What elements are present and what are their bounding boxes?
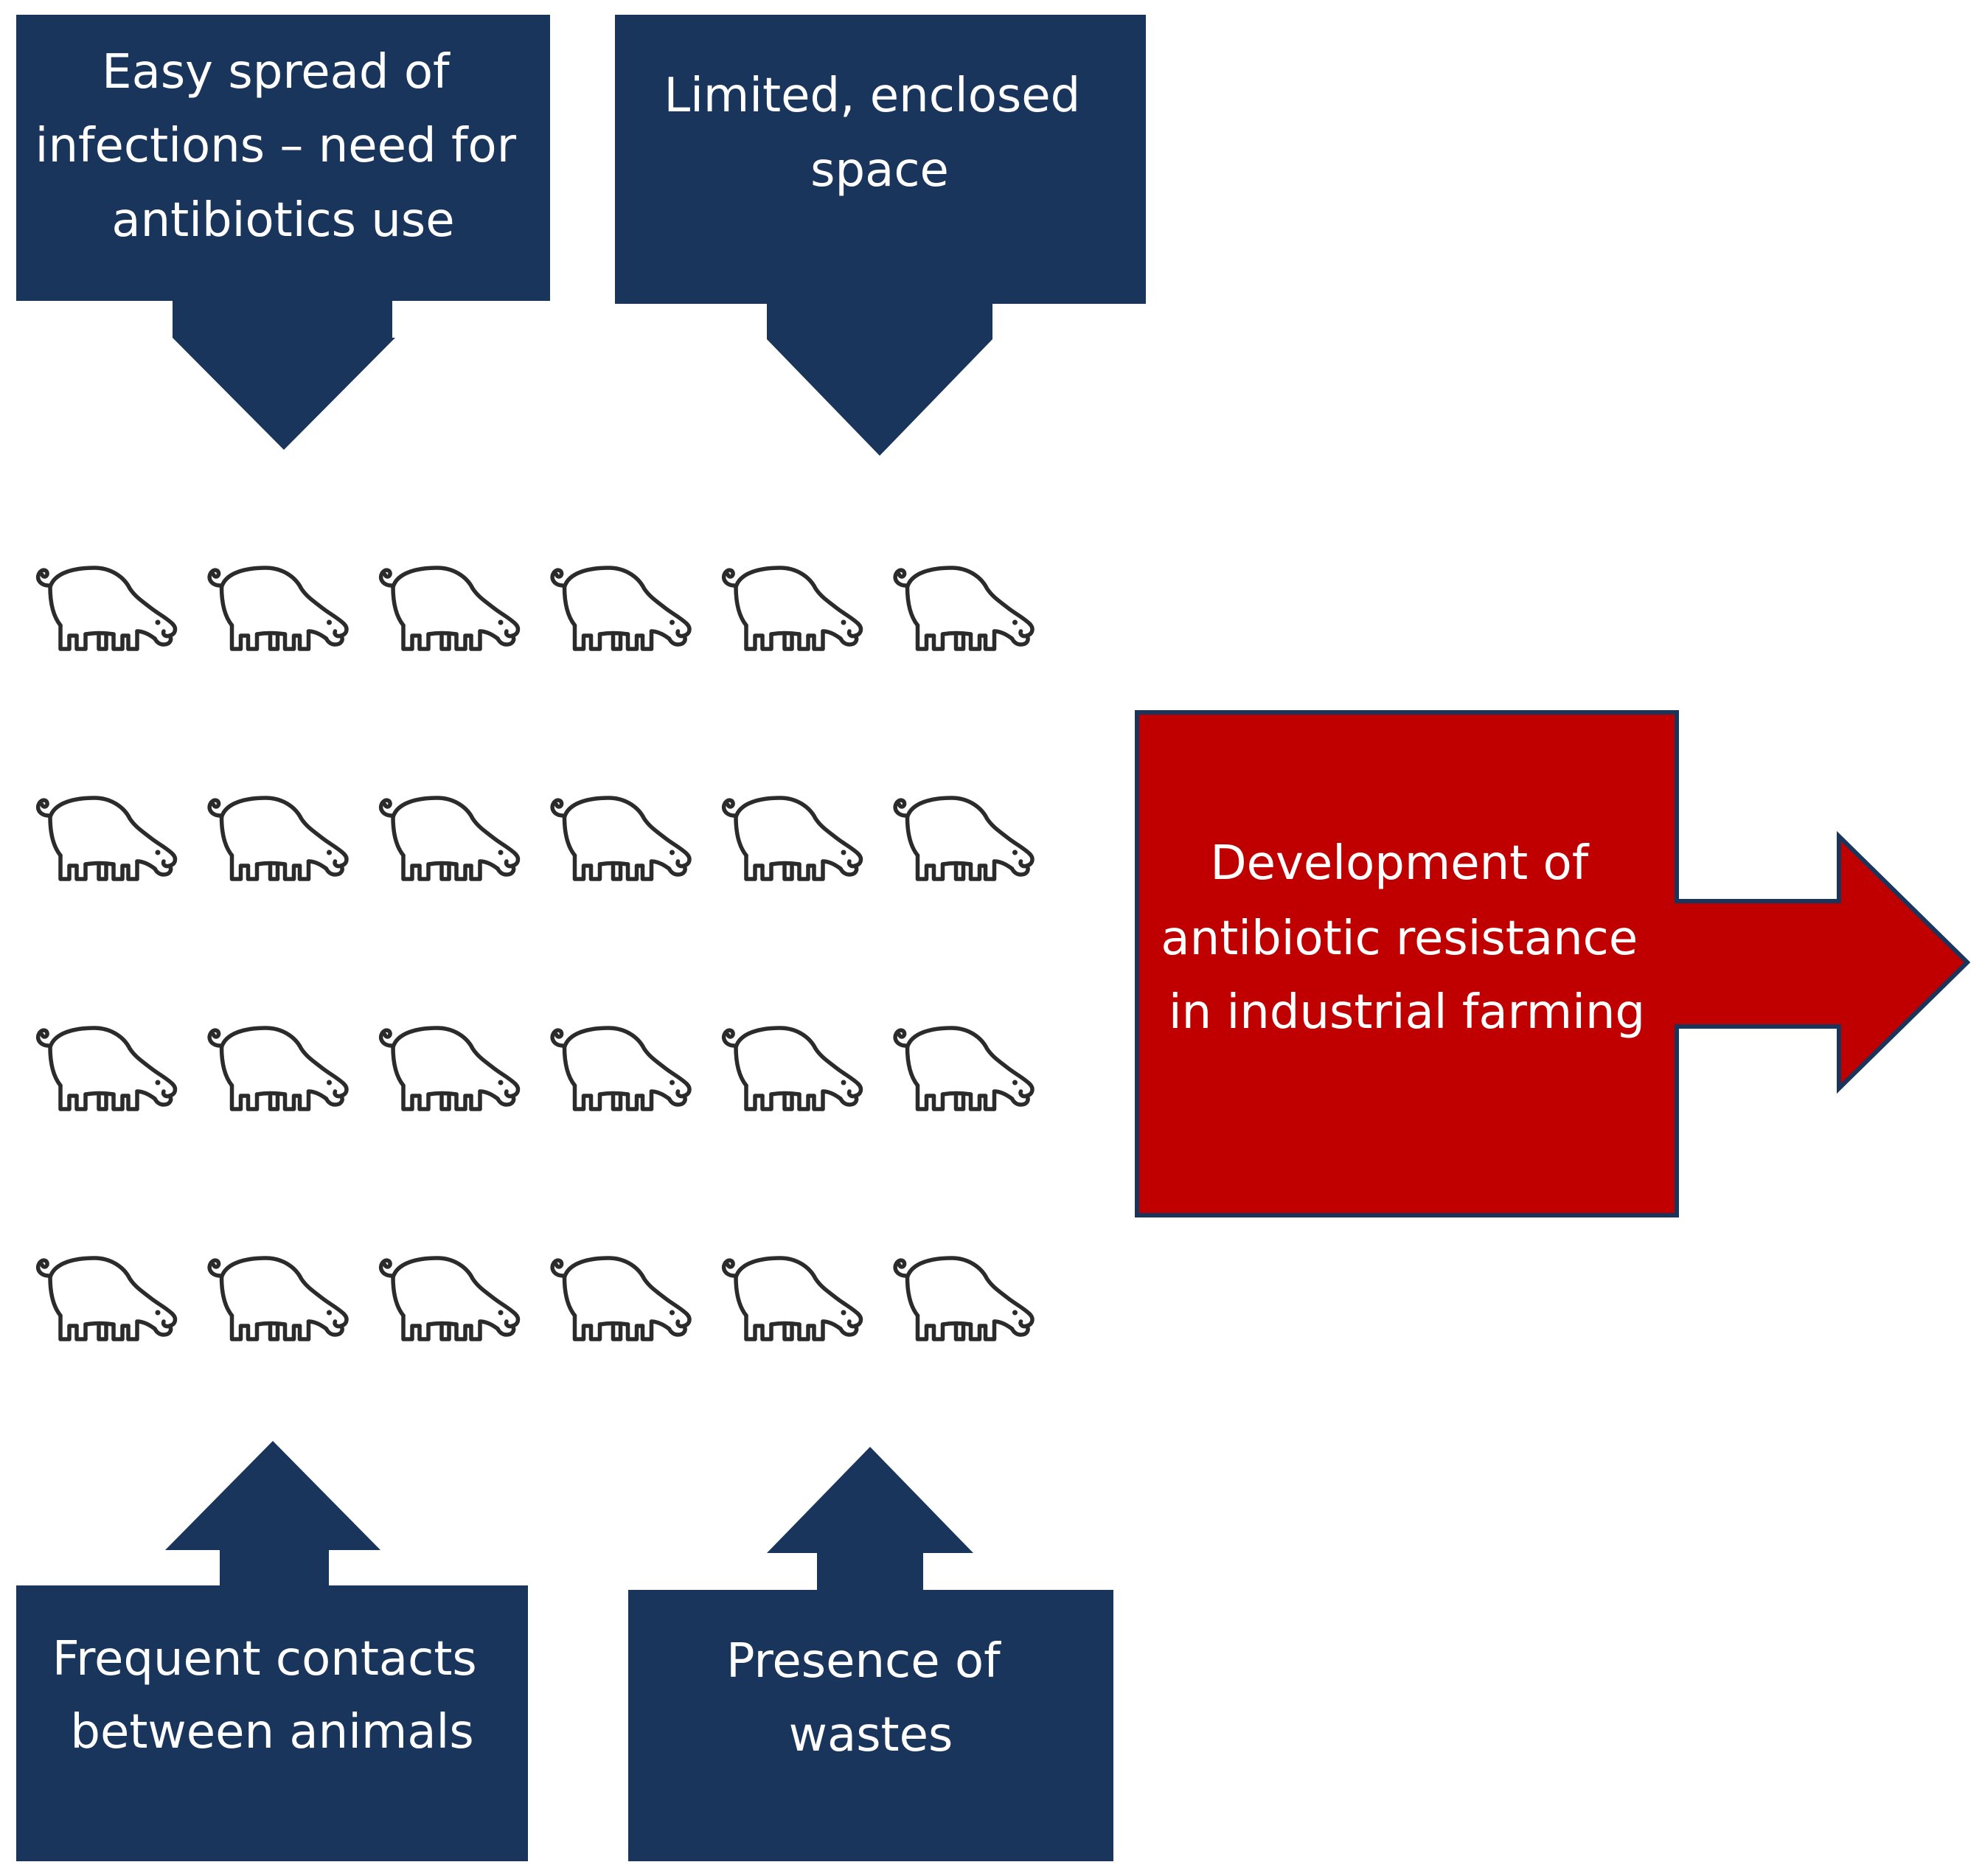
cause-box-presence-of-wastes-text: Presence of wastes: [726, 1634, 1015, 1762]
cause-box-presence-of-wastes-shape: [628, 1447, 1113, 1861]
cause-box-presence-of-wastes-line-1: Presence of: [726, 1634, 1001, 1689]
outcome-box-shape: [1135, 710, 1971, 1217]
cause-box-frequent-contacts-text: Frequent contacts between animals: [52, 1632, 492, 1759]
pig-icon: [552, 798, 689, 879]
cause-box-presence-of-wastes-line-2: wastes: [789, 1708, 953, 1762]
pig-icon: [724, 798, 861, 879]
cause-box-frequent-contacts: Frequent contacts between animals: [16, 1441, 528, 1861]
pig-icon: [38, 1258, 175, 1339]
cause-box-spread-of-infections-shape: [16, 15, 550, 450]
cause-box-spread-of-infections-line-2: infections – need for: [35, 119, 517, 173]
cause-box-limited-space: Limited, enclosed space: [615, 15, 1146, 456]
outcome-box-text: Development of antibiotic resistance in …: [1161, 836, 1652, 1040]
pig-icon: [381, 798, 518, 879]
cause-box-frequent-contacts-shape: [16, 1441, 528, 1861]
cause-box-frequent-contacts-line-1: Frequent contacts: [52, 1632, 477, 1686]
pig-icon: [552, 1028, 689, 1109]
pig-herd: [38, 568, 1032, 1339]
pig-icon: [381, 568, 518, 649]
cause-box-limited-space-line-2: space: [810, 143, 949, 198]
pig-icon: [209, 1028, 347, 1109]
pig-icon: [724, 1258, 861, 1339]
pig-icon: [552, 1258, 689, 1339]
outcome-box-line-3: in industrial farming: [1169, 985, 1645, 1040]
pig-icon: [209, 798, 347, 879]
cause-box-frequent-contacts-line-2: between animals: [70, 1705, 473, 1759]
pig-icon: [724, 1028, 861, 1109]
pig-icon: [38, 568, 175, 649]
pig-icon: [381, 1028, 518, 1109]
cause-box-limited-space-line-1: Limited, enclosed: [664, 69, 1080, 123]
outcome-box-line-2: antibiotic resistance: [1161, 911, 1638, 966]
pig-icon: [209, 568, 347, 649]
cause-box-spread-of-infections-text: Easy spread of infections – need for ant…: [35, 45, 532, 248]
pig-icon: [38, 1028, 175, 1109]
pig-icon: [38, 798, 175, 879]
pig-icon: [552, 568, 689, 649]
cause-box-spread-of-infections: Easy spread of infections – need for ant…: [16, 15, 550, 450]
pig-icon: [895, 1258, 1032, 1339]
pig-icon: [895, 568, 1032, 649]
cause-box-limited-space-shape: [615, 15, 1146, 456]
pig-icon: [895, 1028, 1032, 1109]
pig-icon: [209, 1258, 347, 1339]
cause-box-spread-of-infections-line-3: antibiotics use: [111, 193, 454, 248]
cause-box-limited-space-text: Limited, enclosed space: [664, 69, 1095, 198]
pig-icon: [724, 568, 861, 649]
pig-icon: [895, 798, 1032, 879]
pig-icon: [381, 1258, 518, 1339]
outcome-box-line-1: Development of: [1210, 836, 1589, 891]
cause-box-presence-of-wastes: Presence of wastes: [628, 1447, 1113, 1861]
outcome-box: Development of antibiotic resistance in …: [1135, 710, 1971, 1217]
cause-box-spread-of-infections-line-1: Easy spread of: [102, 45, 451, 100]
